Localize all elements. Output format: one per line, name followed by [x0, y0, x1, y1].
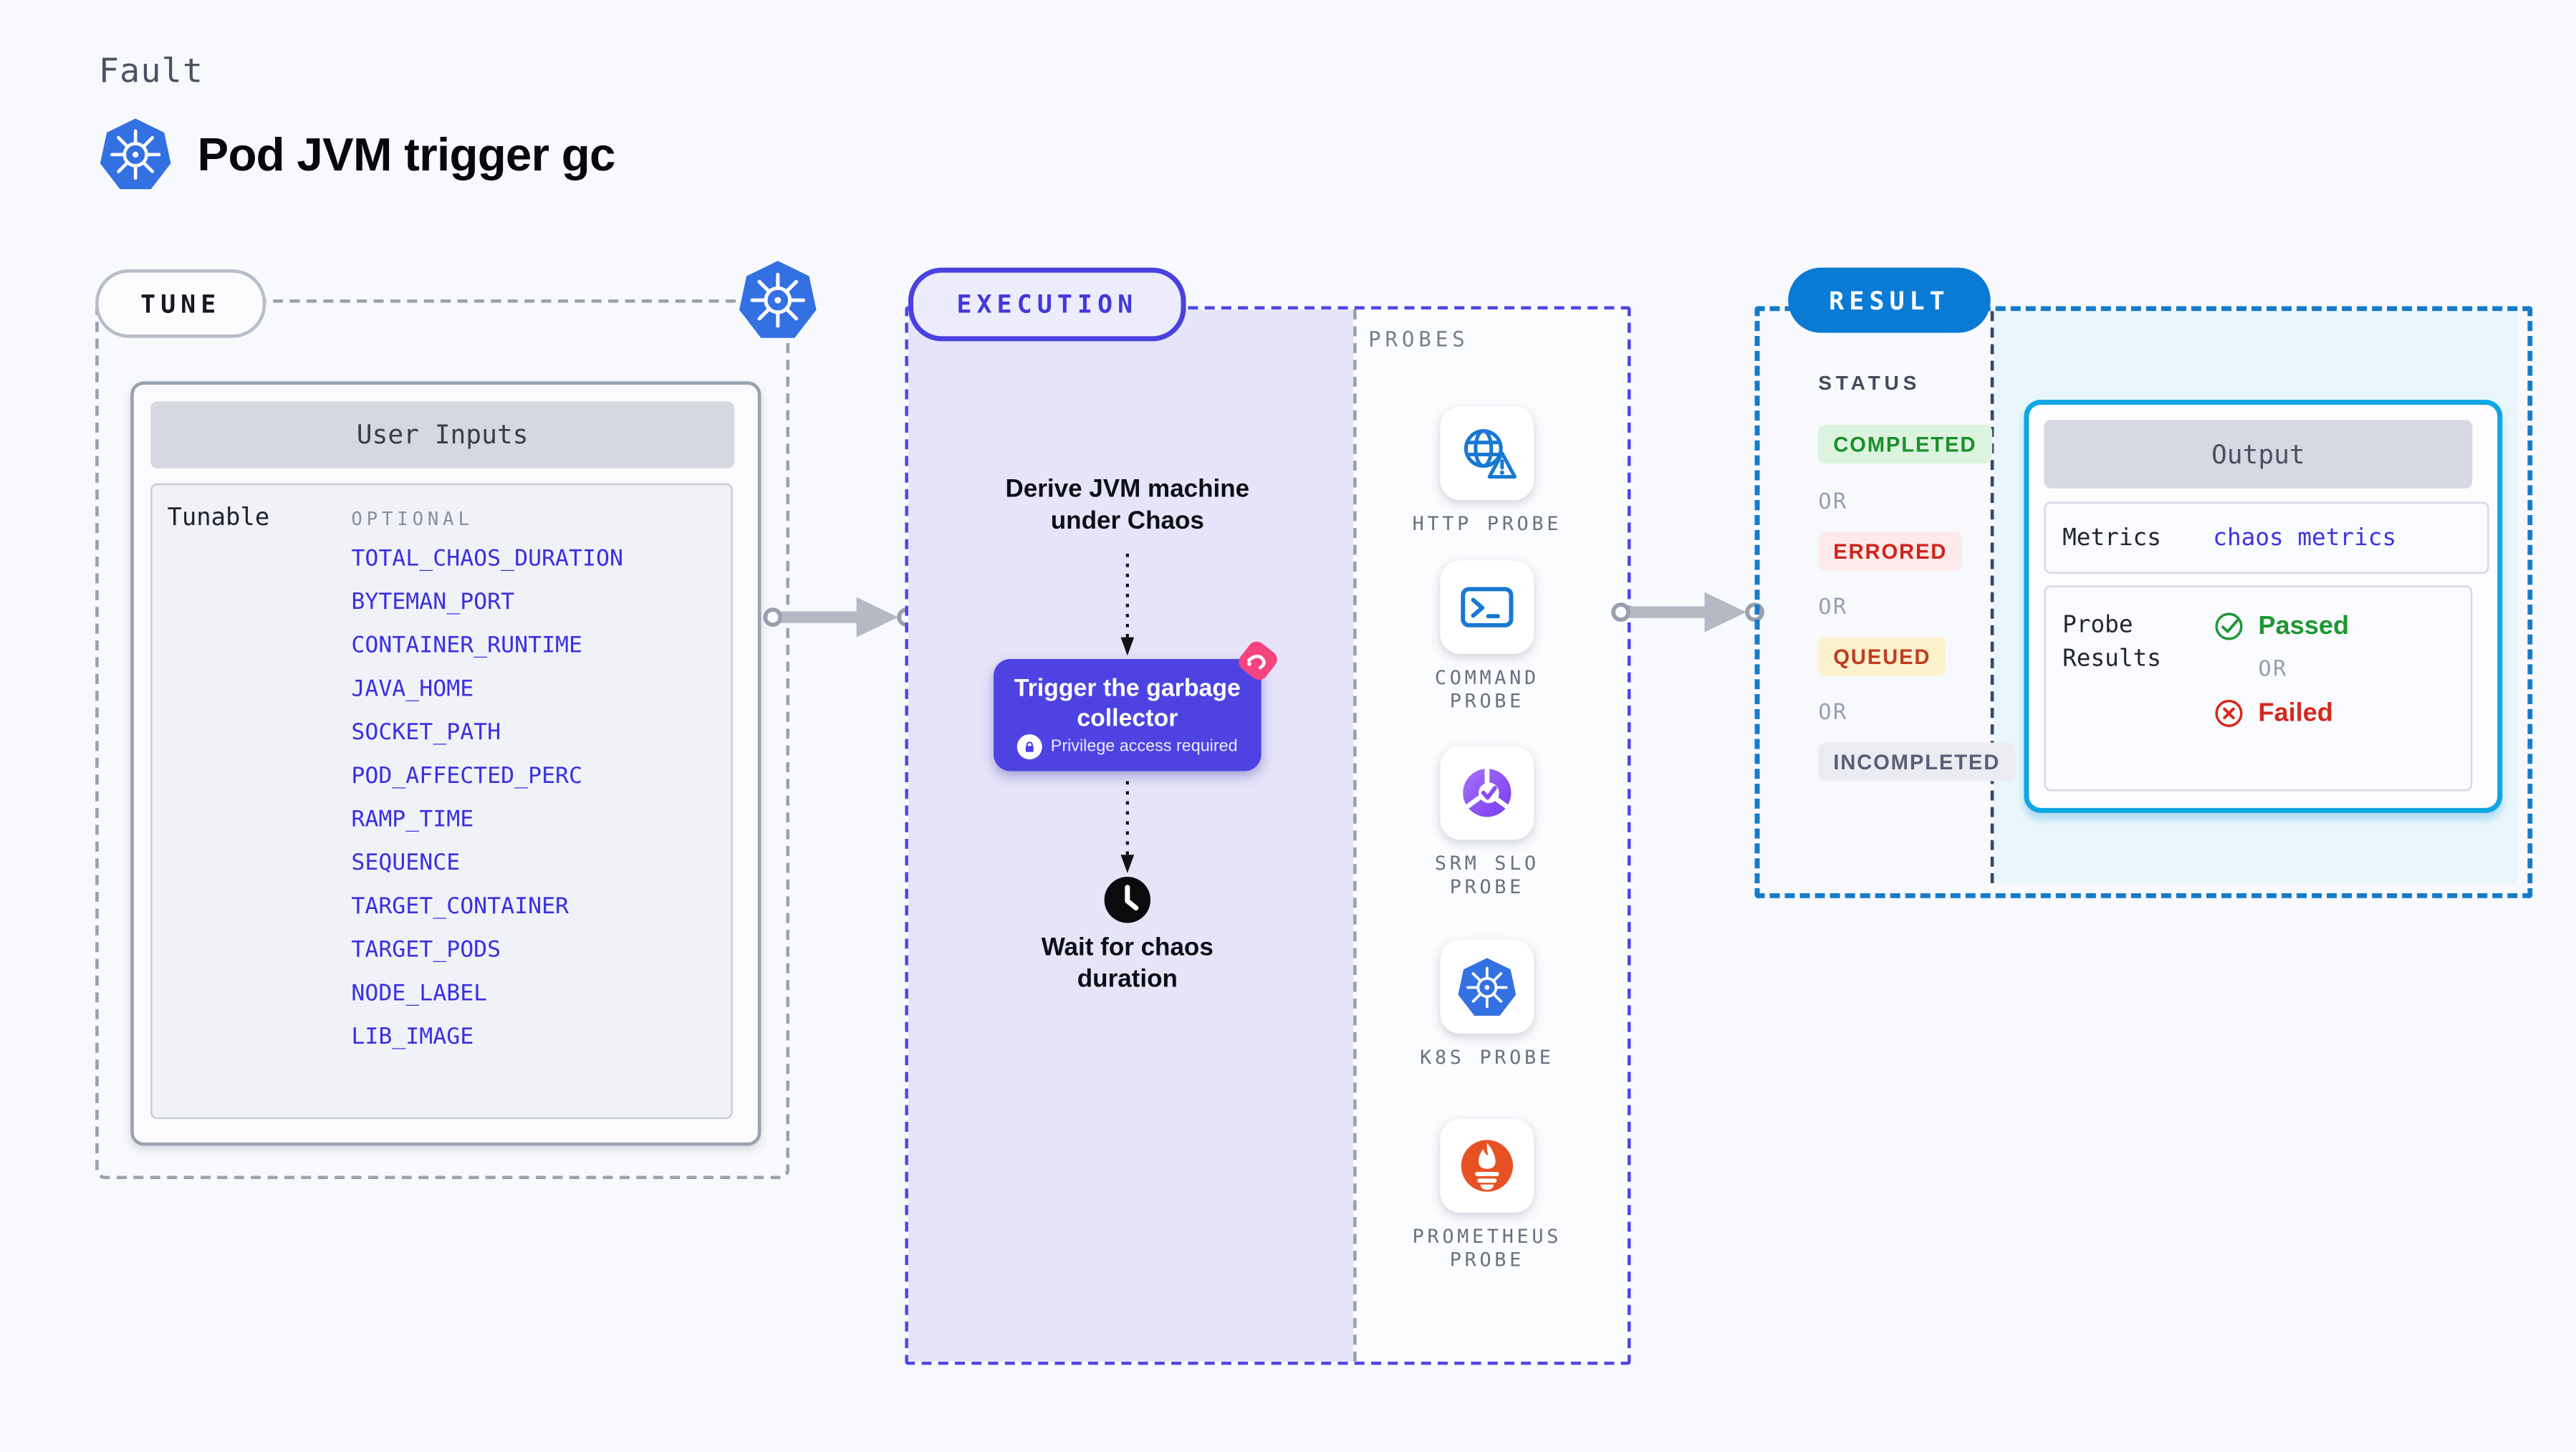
- x-circle-icon: [2213, 698, 2244, 729]
- or-label: OR: [1818, 595, 1848, 621]
- down-arrow: [1120, 553, 1135, 656]
- user-inputs-card: User Inputs Tunable OPTIONAL TOTAL_CHAOS…: [130, 381, 761, 1146]
- probe-label: K8S PROBE: [1420, 1045, 1554, 1069]
- execution-to-result-arrow: [1611, 592, 1764, 633]
- result-section-label: RESULT: [1788, 267, 1991, 333]
- probes-label: PROBES: [1368, 326, 1469, 352]
- down-arrow: [1120, 781, 1135, 873]
- tunable-group-label: Tunable: [167, 505, 270, 532]
- command-probe-card: [1440, 560, 1534, 655]
- probe-item-http: HTTP PROBE: [1362, 406, 1613, 535]
- result-divider: [1990, 311, 1994, 883]
- result-section-box: [1754, 306, 2533, 898]
- wait-step-text: Wait for chaos duration: [1041, 933, 1213, 994]
- prometheus-probe-icon: [1457, 1136, 1517, 1196]
- tunable-link[interactable]: TARGET_CONTAINER: [351, 893, 569, 920]
- status-badge-completed: COMPLETED: [1818, 425, 1992, 463]
- probe-item-k8s: K8S PROBE: [1362, 940, 1613, 1069]
- kubernetes-icon: [738, 259, 818, 340]
- tunables-panel: Tunable OPTIONAL TOTAL_CHAOS_DURATION BY…: [150, 483, 733, 1120]
- srm-slo-probe-card: [1440, 746, 1534, 840]
- kubernetes-icon: [99, 117, 173, 191]
- execution-section-box: [905, 306, 1631, 1365]
- tunable-link[interactable]: RAMP_TIME: [351, 806, 474, 833]
- output-card: Output Metrics chaos metrics Probe Resul…: [2024, 400, 2503, 813]
- probes-divider: [1353, 309, 1357, 1362]
- tunable-link[interactable]: BYTEMAN_PORT: [351, 588, 515, 616]
- tunable-link[interactable]: CONTAINER_RUNTIME: [351, 632, 583, 660]
- probe-results-row: Probe Results Passed OR Failed: [2044, 585, 2473, 792]
- or-label: OR: [1818, 490, 1848, 516]
- failed-label: Failed: [2258, 698, 2333, 727]
- tunable-link[interactable]: JAVA_HOME: [351, 675, 474, 703]
- privilege-note-row: Privilege access required: [994, 734, 1261, 760]
- probe-results-label: Probe Results: [2062, 612, 2161, 673]
- status-label: STATUS: [1818, 371, 1921, 395]
- passed-label: Passed: [2258, 611, 2350, 640]
- tunable-link[interactable]: TARGET_PODS: [351, 936, 501, 963]
- execution-section-label: EXECUTION: [908, 267, 1186, 342]
- metrics-row: Metrics chaos metrics: [2044, 501, 2489, 574]
- tune-section-box: [95, 299, 790, 1180]
- status-badge-incompleted: INCOMPLETED: [1818, 742, 2016, 782]
- clock-icon: [1102, 875, 1153, 925]
- tunable-link[interactable]: SEQUENCE: [351, 850, 461, 877]
- tunable-links-list: TOTAL_CHAOS_DURATION BYTEMAN_PORT CONTAI…: [351, 545, 623, 1051]
- tunable-link[interactable]: POD_AFFECTED_PERC: [351, 762, 583, 790]
- status-badge-queued: QUEUED: [1818, 637, 1946, 676]
- lock-icon: [1017, 734, 1043, 760]
- command-probe-icon: [1457, 577, 1517, 638]
- k8s-probe-icon: [1457, 957, 1517, 1017]
- http-probe-card: [1440, 406, 1534, 501]
- probe-label: HTTP PROBE: [1412, 511, 1562, 536]
- user-inputs-header: User Inputs: [150, 401, 735, 468]
- or-label: OR: [2258, 657, 2288, 683]
- metrics-label: Metrics: [2062, 524, 2161, 552]
- passed-line: Passed: [2213, 610, 2349, 642]
- tunable-link[interactable]: LIB_IMAGE: [351, 1024, 474, 1051]
- tune-to-execution-arrow: [763, 597, 917, 638]
- privilege-note: Privilege access required: [1050, 737, 1238, 756]
- http-probe-icon: [1457, 423, 1517, 484]
- tunable-link[interactable]: TOTAL_CHAOS_DURATION: [351, 545, 623, 572]
- status-badge-errored: ERRORED: [1818, 532, 1963, 571]
- fault-eyebrow: Fault: [98, 50, 204, 91]
- status-column: STATUS COMPLETED OR ERRORED OR QUEUED OR…: [1788, 306, 2016, 888]
- trigger-gc-card[interactable]: Trigger the garbage collector Privilege …: [994, 659, 1261, 771]
- execution-flow: Derive JVM machine under Chaos Trigger t…: [905, 306, 1350, 1358]
- chaos-metrics-link[interactable]: chaos metrics: [2213, 524, 2397, 552]
- or-label: OR: [1818, 701, 1848, 726]
- execution-flow-background: [908, 309, 1354, 1362]
- k8s-probe-card: [1440, 940, 1534, 1034]
- tunable-link[interactable]: NODE_LABEL: [351, 980, 488, 1007]
- prometheus-probe-card: [1440, 1119, 1534, 1213]
- check-circle-icon: [2213, 610, 2244, 642]
- srm-slo-probe-icon: [1457, 763, 1517, 823]
- failed-line: Failed: [2213, 698, 2349, 729]
- optional-label: OPTIONAL: [351, 508, 474, 531]
- page-title: Pod JVM trigger gc: [197, 128, 616, 181]
- derive-step-text: Derive JVM machine under Chaos: [1005, 475, 1250, 536]
- tune-section-label: TUNE: [95, 269, 266, 338]
- probe-results-values: Passed OR Failed: [2213, 610, 2349, 729]
- output-header: Output: [2044, 420, 2473, 489]
- tunable-link[interactable]: SOCKET_PATH: [351, 719, 501, 746]
- trigger-gc-title: Trigger the garbage collector: [1014, 675, 1241, 733]
